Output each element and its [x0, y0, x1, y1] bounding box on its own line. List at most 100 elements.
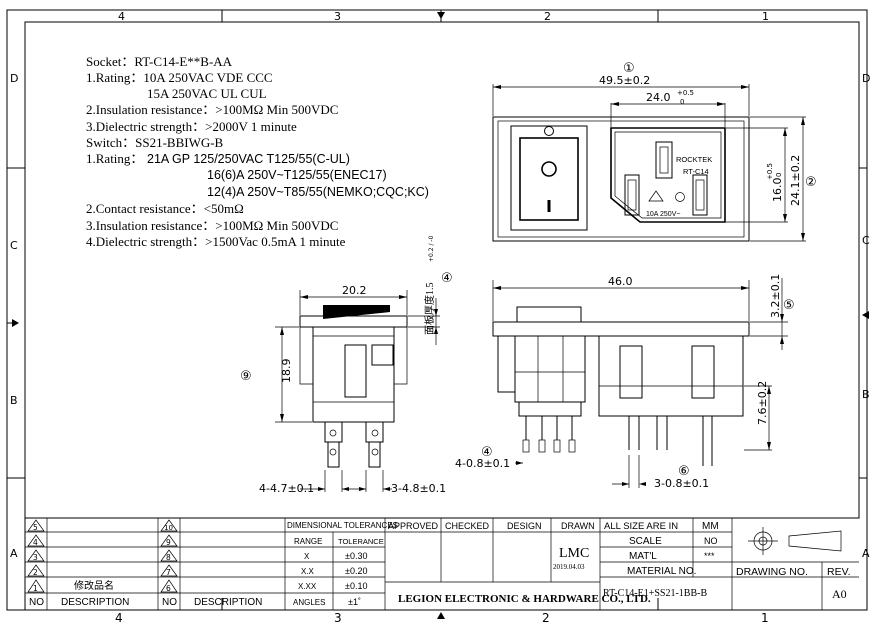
drawn-label: DRAWN	[561, 521, 595, 531]
side-switch-body	[514, 335, 586, 403]
rev-6: 6	[166, 584, 171, 593]
switch-body	[312, 326, 395, 423]
dim-height-total: 24.1±0.2	[789, 155, 802, 206]
rev-9: 9	[166, 538, 171, 547]
dim-height-socket-tol-top: +0.5	[766, 163, 774, 180]
front-housing	[492, 116, 750, 242]
rev-markers-right: 10 9 8 7 6	[160, 519, 178, 593]
dim-switch-width: 20.2	[342, 284, 367, 297]
callout-2: ②	[805, 175, 817, 190]
warning-triangle-icon	[648, 190, 664, 202]
rev-2: 2	[33, 568, 38, 577]
switch-rocker-top	[323, 305, 390, 319]
approved-label: APPROVED	[388, 521, 439, 531]
modify-label: 修改品名	[74, 579, 114, 592]
tol-value-3: ±1˚	[348, 597, 361, 607]
drawing-no-label: DRAWING NO.	[736, 566, 808, 578]
dim-width-socket-tol-bot: 0	[680, 98, 684, 106]
rev-8: 8	[166, 553, 171, 562]
dim-width-socket-tol-top: +0.5	[677, 89, 694, 97]
zone-top-1: 1	[762, 10, 769, 23]
cert-mark-icon	[675, 192, 685, 202]
socket-rating-2: 15A 250VAC UL CUL	[147, 86, 267, 101]
switch-led-hole	[544, 126, 554, 136]
switch-insulation: 3.Insulation resistance：>100MΩ Min 500VD…	[86, 218, 338, 233]
all-size-value: MM	[702, 521, 719, 532]
checked-label: CHECKED	[445, 521, 490, 531]
rev-1: 1	[33, 584, 38, 593]
callout-4: ④	[441, 271, 453, 286]
scale-value: NO	[704, 536, 718, 546]
outer-frame	[6, 9, 868, 611]
no-label-right: NO	[162, 597, 177, 608]
switch-rating-label: 1.Rating：	[86, 151, 143, 166]
design-label: DESIGN	[507, 521, 542, 531]
switch-terminal-1	[324, 421, 343, 443]
drawn-by: LMC	[559, 546, 589, 561]
dim-height-socket-tol-bot: 0	[775, 173, 783, 177]
tol-value-2: ±0.10	[345, 581, 367, 591]
front-housing-inner	[497, 120, 745, 238]
zone-top-3: 3	[334, 10, 341, 23]
rev-value: A0	[832, 587, 847, 601]
switch-bezel	[510, 125, 588, 231]
switch-terminal-2	[365, 421, 384, 443]
socket-insulation: 2.Insulation resistance：>100MΩ Min 500VD…	[86, 102, 338, 117]
tol-range-header: RANGE	[294, 537, 322, 546]
title-block: 5 4 3 2 1 10 9 8 7 6 修改品名 NO DESCRIPTION…	[25, 517, 859, 610]
rev-7: 7	[166, 568, 171, 577]
spec-notes: Socket：RT-C14-E**B-AA 1.Rating：10A 250VA…	[86, 54, 429, 249]
dim-panel-thickness: 面板厚度1.5	[423, 283, 436, 336]
socket-outline	[610, 127, 726, 223]
callout-6: ⑥	[678, 464, 690, 479]
bottom-center-arrow	[437, 612, 445, 619]
front-view: ROCKTEK RT-C14 10A 250V~ 49.5±0.2 ① 24.0…	[492, 61, 817, 242]
side-flange	[492, 321, 750, 337]
tol-range-1: X.X	[301, 567, 315, 576]
switch-contact: 2.Contact resistance：<50mΩ	[86, 201, 244, 216]
rev-5: 5	[33, 523, 38, 532]
right-center-arrow	[862, 311, 869, 319]
zone-bottom-4: 4	[115, 611, 123, 625]
switch-off-symbol	[541, 161, 557, 177]
zone-left-A: A	[10, 547, 18, 560]
projection-symbol-icon	[748, 527, 842, 555]
tol-range-3: ANGLES	[293, 598, 325, 607]
socket-model: RT-C14	[683, 167, 709, 176]
rev-3: 3	[33, 553, 38, 562]
material-no-label: MATERIAL NO.	[627, 566, 696, 577]
desc-label-right: DESCRIPTION	[194, 597, 262, 608]
drawn-date: 2019.04.03	[553, 563, 585, 571]
socket-rating-label: 10A 250V~	[646, 211, 680, 218]
tol-tol-header: TOLERANCE	[338, 537, 384, 546]
rev-10: 10	[164, 524, 173, 532]
no-label-left: NO	[29, 597, 44, 608]
company-name: LEGION ELECTRONIC & HARDWARE CO., LTD.	[398, 593, 651, 605]
combined-side-view: 46.0 3.2±0.1 ⑤ 7.6±0.2 4-0.8±0.1 ④ 3-0.8…	[455, 274, 795, 490]
dim-panel-tol: +0.2 / -0	[428, 235, 435, 262]
switch-side-view: 20.2 18.9 ⑨ 面板厚度1.5 +0.2 / -0 ④ 4-4.7±0.…	[240, 235, 453, 495]
switch-dielectric: 4.Dielectric strength：>1500Vac 0.5mA 1 m…	[86, 234, 346, 249]
dim-pins-mid: 4-0.8±0.1	[455, 457, 510, 470]
zone-right-C: C	[862, 234, 870, 247]
dim-pins-socket: 3-0.8±0.1	[654, 477, 709, 490]
switch-flange	[299, 315, 408, 328]
tol-value-1: ±0.20	[345, 566, 367, 576]
zone-bottom-3: 3	[334, 611, 342, 625]
socket-brand: ROCKTEK	[676, 155, 712, 164]
callout-9: ⑨	[240, 369, 252, 384]
dim-pins-switch-right: 3-4.8±0.1	[391, 482, 446, 495]
socket-dielectric: 3.Dielectric strength：>2000V 1 minute	[86, 119, 297, 134]
switch-rocker	[519, 137, 579, 221]
desc-label-left: DESCRIPTION	[61, 597, 129, 608]
dim-width-socket: 24.0	[646, 91, 671, 104]
left-center-arrow	[12, 319, 19, 327]
rev-label: REV.	[827, 566, 851, 578]
dim-tol-title: DIMENSIONAL TOLERANCES	[287, 521, 398, 530]
tol-value-0: ±0.30	[345, 551, 367, 561]
dim-pins-switch-left: 4-4.7±0.1	[259, 482, 314, 495]
zone-left-B: B	[10, 394, 18, 407]
side-socket-body	[598, 335, 744, 417]
zone-right-B: B	[862, 388, 870, 401]
